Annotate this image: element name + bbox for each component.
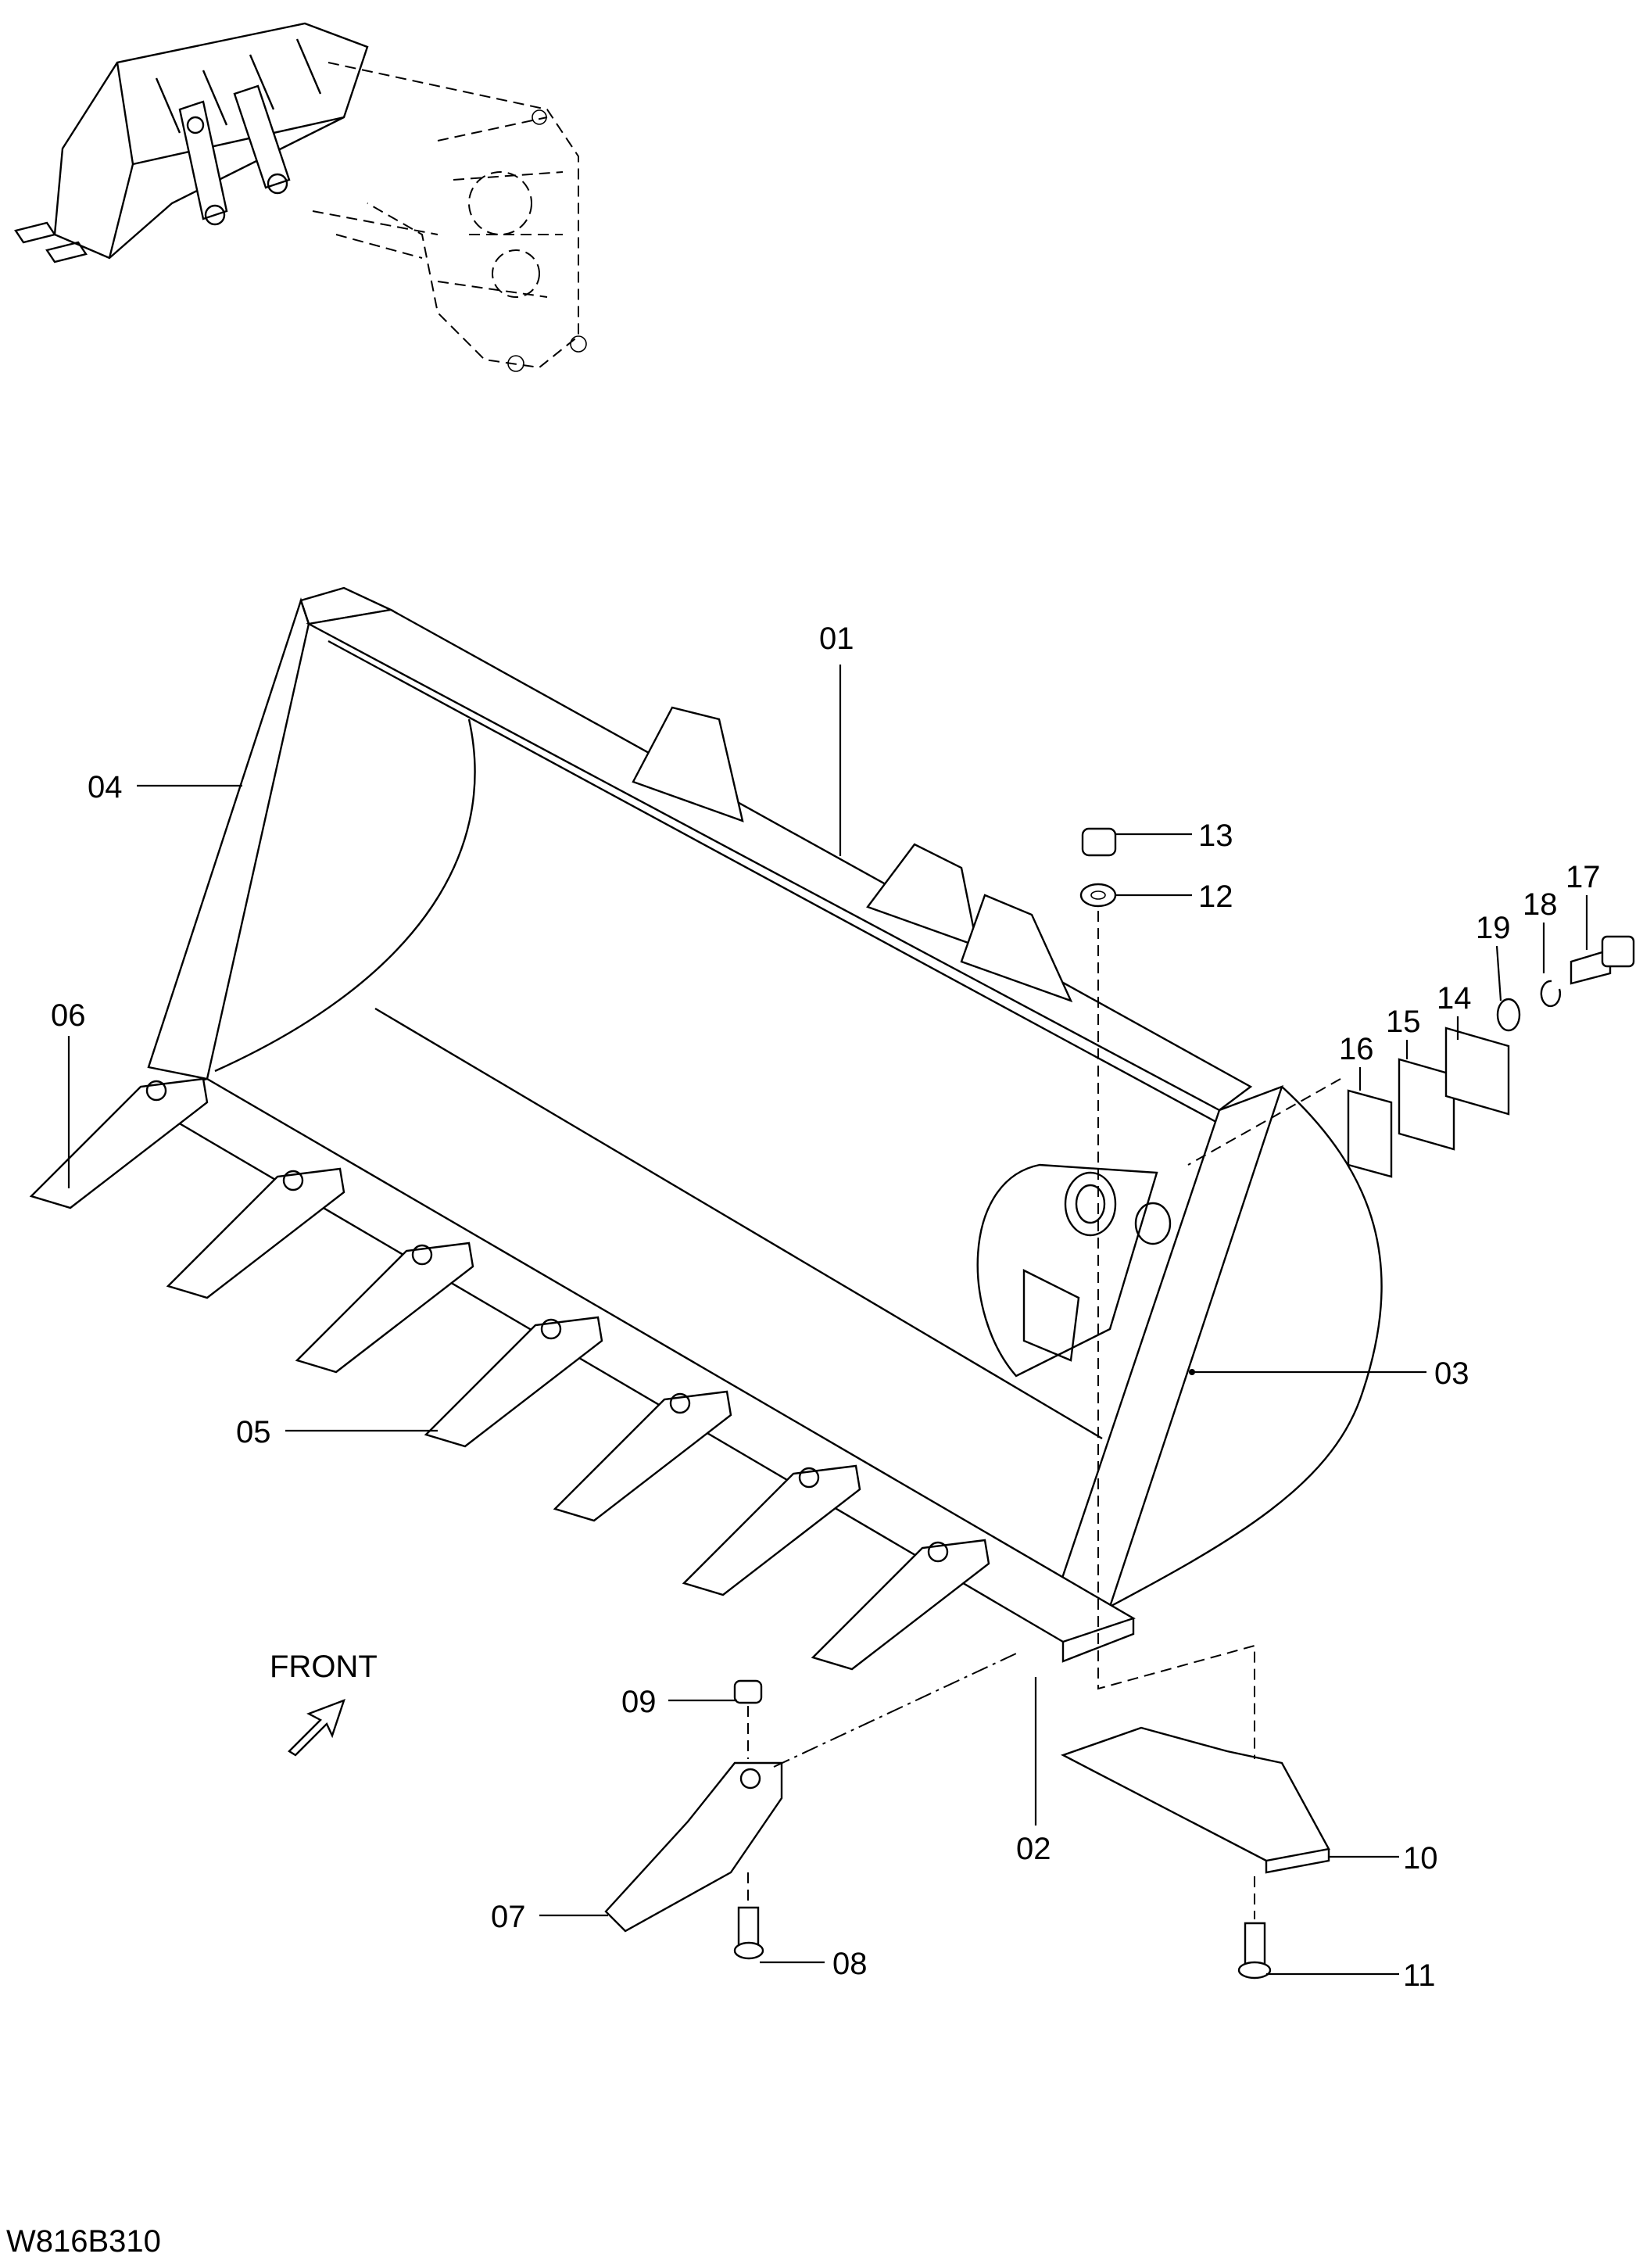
leader-lines [67, 665, 1588, 1976]
part-07-adapter [604, 1761, 783, 1933]
callout-11: 11 [1403, 1958, 1436, 1993]
callout-02: 02 [1016, 1832, 1051, 1866]
bucket-assembly [29, 586, 1383, 1671]
callout-05: 05 [236, 1415, 271, 1449]
part-08-bolt [733, 1906, 764, 1960]
drawing-code: W816B310 [6, 2224, 161, 2259]
callout-09: 09 [621, 1685, 657, 1719]
part-18-snap-ring [1540, 980, 1562, 1008]
part-16-shim [1347, 1089, 1393, 1178]
arrow-down-left-icon [288, 1698, 345, 1757]
part-09-nut [733, 1679, 763, 1704]
callout-13: 13 [1198, 819, 1233, 853]
callout-14: 14 [1437, 981, 1472, 1016]
part-12-washer [1079, 883, 1117, 908]
callout-08: 08 [832, 1947, 868, 1981]
part-11-bolt [1237, 1922, 1272, 1980]
callout-19: 19 [1476, 911, 1511, 945]
part-15-shim [1398, 1058, 1455, 1151]
callout-18: 18 [1523, 887, 1558, 922]
callout-01: 01 [819, 622, 854, 656]
callout-03: 03 [1434, 1356, 1469, 1391]
part-17-bolt [1570, 935, 1635, 985]
callout-04: 04 [88, 770, 123, 804]
part-13-nut [1081, 827, 1117, 857]
callout-12: 12 [1198, 880, 1233, 914]
part-19-washer [1496, 998, 1521, 1032]
tooth-row [29, 1077, 990, 1671]
callout-07: 07 [491, 1900, 526, 1934]
part-14-plate [1444, 1027, 1510, 1116]
overview-machine-thumbnail [14, 22, 587, 372]
callout-16: 16 [1339, 1032, 1374, 1066]
part-10-wear-plate [1060, 1726, 1330, 1862]
front-label: FRONT [270, 1650, 378, 1684]
callout-10: 10 [1403, 1841, 1438, 1876]
callout-15: 15 [1386, 1005, 1421, 1039]
callout-17: 17 [1566, 860, 1601, 894]
callout-06: 06 [51, 998, 86, 1033]
